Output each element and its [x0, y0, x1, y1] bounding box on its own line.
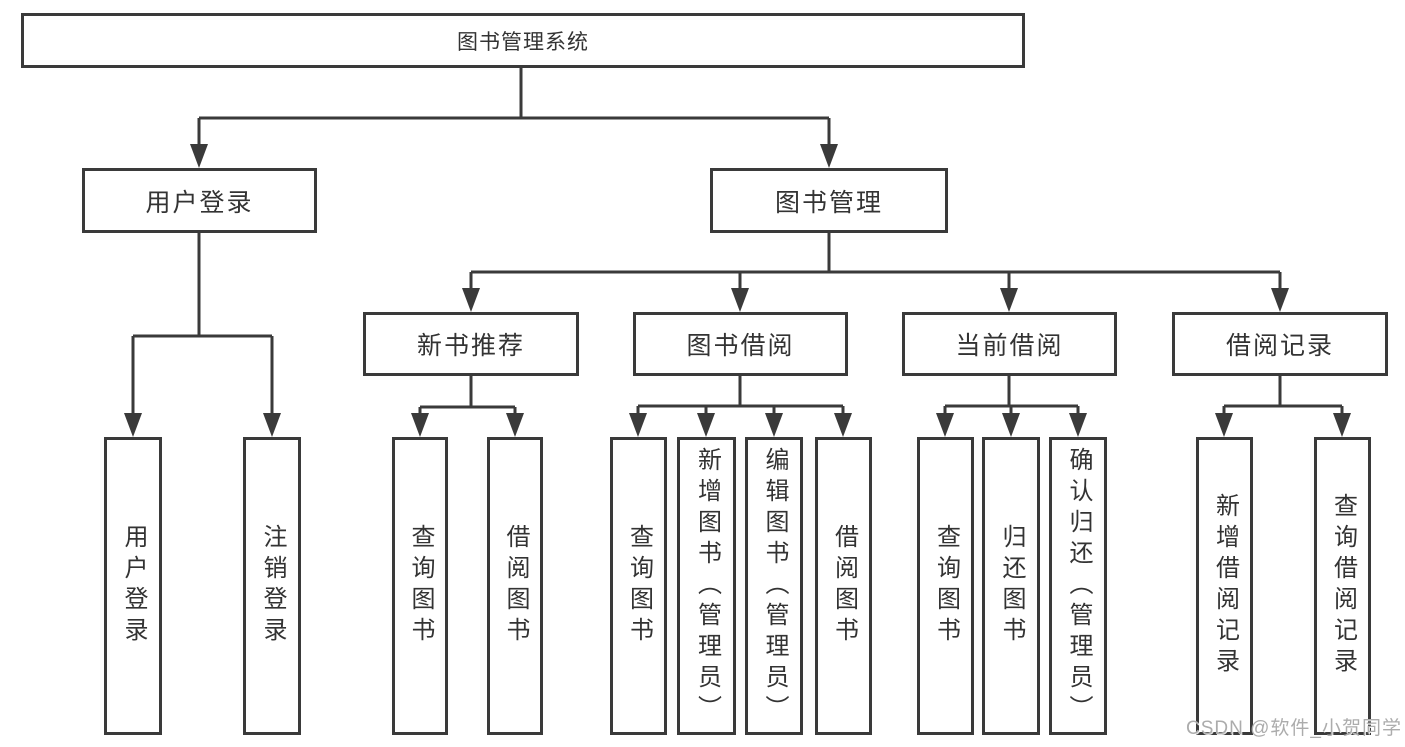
node-new-book-recommendation: 新书推荐	[363, 312, 579, 376]
node-book-management-label: 图书管理	[774, 188, 883, 217]
leaf-add-book-admin-label: 新增图书（管理员）	[693, 446, 721, 726]
leaf-add-borrow-record: 新增借阅记录	[1196, 437, 1253, 735]
leaf-return-book: 归还图书	[982, 437, 1040, 735]
leaf-borrow-books-recommend: 借阅图书	[487, 437, 543, 735]
node-current-borrowing-label: 当前借阅	[955, 332, 1064, 360]
leaf-query-borrow-record-label: 查询借阅记录	[1329, 493, 1357, 679]
node-user-login-label: 用户登录	[145, 188, 254, 217]
leaf-query-books-borrow-label: 查询图书	[625, 524, 653, 648]
leaf-edit-book-admin: 编辑图书（管理员）	[745, 437, 803, 735]
leaf-user-login: 用户登录	[104, 437, 162, 735]
leaf-query-books-borrow: 查询图书	[610, 437, 667, 735]
node-new-book-recommendation-label: 新书推荐	[416, 332, 525, 360]
leaf-query-books-current-label: 查询图书	[932, 524, 960, 648]
node-root-label: 图书管理系统	[457, 30, 589, 54]
leaf-query-books-current: 查询图书	[917, 437, 974, 735]
leaf-logout-label: 注销登录	[259, 524, 286, 648]
leaf-query-borrow-record: 查询借阅记录	[1314, 437, 1371, 735]
leaf-logout: 注销登录	[243, 437, 301, 735]
leaf-query-books-recommend-label: 查询图书	[407, 524, 434, 648]
leaf-user-login-label: 用户登录	[120, 524, 147, 648]
leaf-add-borrow-record-label: 新增借阅记录	[1211, 493, 1239, 679]
watermark: CSDN @软件_小贺同学	[1186, 718, 1402, 739]
leaf-return-book-label: 归还图书	[998, 524, 1025, 648]
leaf-confirm-return-admin: 确认归还（管理员）	[1049, 437, 1107, 735]
node-current-borrowing: 当前借阅	[902, 312, 1117, 376]
node-borrowing-records-label: 借阅记录	[1225, 332, 1334, 360]
node-book-borrowing-label: 图书借阅	[686, 332, 795, 360]
leaf-borrow-books-recommend-label: 借阅图书	[502, 524, 529, 648]
node-root: 图书管理系统	[21, 13, 1025, 68]
leaf-borrow-books-borrow: 借阅图书	[815, 437, 872, 735]
node-book-management: 图书管理	[710, 168, 948, 233]
node-user-login: 用户登录	[82, 168, 317, 233]
leaf-edit-book-admin-label: 编辑图书（管理员）	[761, 446, 788, 726]
leaf-borrow-books-borrow-label: 借阅图书	[830, 524, 858, 648]
node-borrowing-records: 借阅记录	[1172, 312, 1388, 376]
leaf-add-book-admin: 新增图书（管理员）	[677, 437, 736, 735]
leaf-confirm-return-admin-label: 确认归还（管理员）	[1065, 446, 1092, 726]
leaf-query-books-recommend: 查询图书	[392, 437, 448, 735]
node-book-borrowing: 图书借阅	[633, 312, 848, 376]
